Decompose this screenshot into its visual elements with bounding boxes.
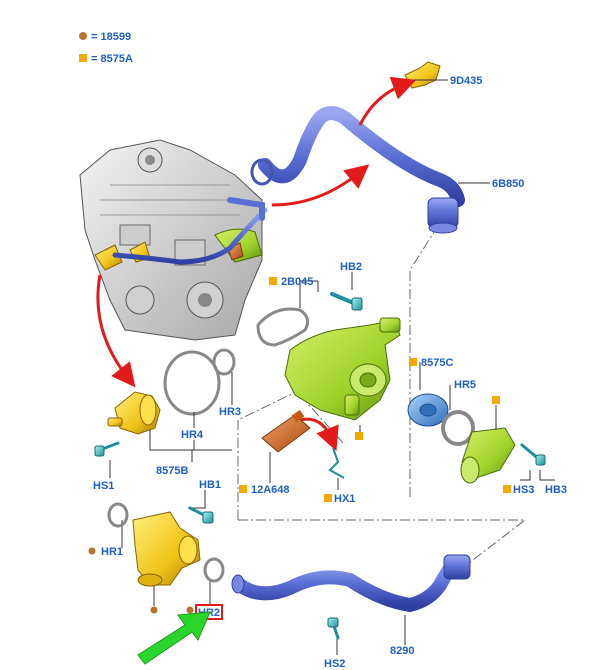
label-HS3: HS3 [513, 484, 534, 496]
label-2B045: 2B045 [281, 276, 313, 288]
label-HB1: HB1 [199, 479, 221, 491]
bolt-HB2 [330, 292, 363, 311]
label-HB2: HB2 [340, 261, 362, 273]
legend-text-8575A: = 8575A [91, 53, 133, 65]
seal-HR3 [212, 348, 236, 376]
label-8575C: 8575C [421, 357, 453, 369]
label-8575B: 8575B [156, 465, 188, 477]
label-HR1: HR1 [101, 546, 123, 558]
square-marker [324, 494, 332, 502]
square-marker [492, 396, 500, 404]
dot-marker [150, 606, 158, 614]
highlight-box-HR2 [195, 604, 223, 620]
square-marker [409, 358, 417, 366]
legend: = 18599 = 8575A [79, 31, 133, 65]
label-HR4: HR4 [181, 429, 204, 441]
bolt-HS1 [94, 441, 120, 457]
clip-HX1 [328, 447, 345, 479]
label-6B850: 6B850 [492, 178, 524, 190]
green-pointer-arrow [137, 611, 211, 665]
bolt-HB1 [188, 506, 214, 524]
thermostat-blue-8575C [407, 393, 449, 427]
seal-HR1 [107, 502, 129, 528]
engine-block [79, 139, 268, 341]
seal-HR4 [163, 350, 221, 416]
square-marker [269, 277, 277, 285]
thermostat-8575B [107, 391, 161, 435]
dot-marker [186, 606, 194, 614]
gasket-2B045 [256, 307, 310, 347]
lower-hose-8290 [231, 554, 471, 613]
leader-lines [109, 79, 555, 655]
legend-square-marker [79, 54, 87, 62]
square-marker [503, 485, 511, 493]
label-12A648: 12A648 [251, 484, 290, 496]
legend-dot-marker [79, 32, 87, 40]
square-marker [355, 432, 363, 440]
lower-housing-yellow [132, 511, 201, 587]
label-HS2: HS2 [324, 658, 345, 670]
temp-sensor-12A648 [261, 409, 311, 453]
label-HB3: HB3 [545, 484, 567, 496]
square-marker [239, 485, 247, 493]
label-HR5: HR5 [454, 379, 476, 391]
label-HR3: HR3 [219, 406, 241, 418]
upper-hose-6B850 [250, 106, 465, 234]
legend-text-18599: = 18599 [91, 31, 131, 43]
thermostat-housing-green [284, 317, 401, 421]
square-markers-8575A [239, 277, 511, 502]
bolt-HS2 [327, 617, 340, 640]
label-9D435: 9D435 [450, 75, 482, 87]
label-8290: 8290 [390, 645, 414, 657]
bracket-9D435 [404, 61, 441, 89]
red-arrows [96, 76, 417, 452]
dot-markers-18599 [88, 547, 194, 614]
dot-marker [88, 547, 96, 555]
bolt-HS3 [520, 443, 546, 466]
label-HX1: HX1 [334, 493, 355, 505]
outlet-elbow-green [460, 427, 516, 484]
seal-HR5 [441, 410, 475, 446]
label-HS1: HS1 [93, 480, 114, 492]
seal-HR2 [203, 557, 225, 583]
